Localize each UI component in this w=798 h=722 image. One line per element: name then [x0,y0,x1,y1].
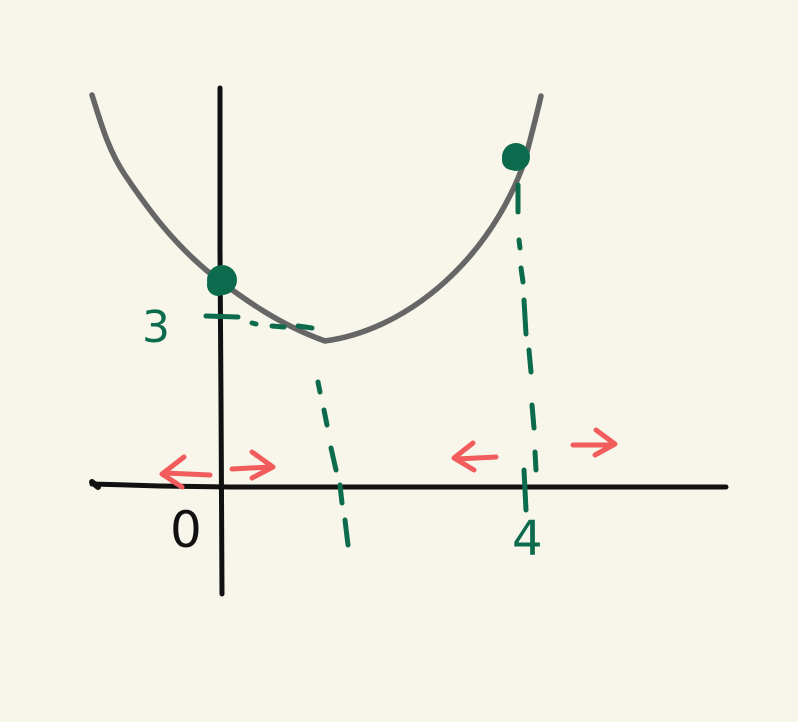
x-axis [89,481,729,490]
dash-vertex-4 [337,482,345,506]
dash-four-6 [529,402,537,431]
y-intercept-point [207,265,237,296]
point-at-four [502,143,530,171]
dash-vertex-5 [342,517,351,548]
dash-four-3 [518,265,526,285]
x-axis-left-tick [89,479,101,490]
origin-label: 0 [170,501,202,559]
arrow-right-near-four [570,427,618,458]
dash-four-4 [521,297,529,337]
y-axis [217,85,225,597]
dash-four-5 [526,347,534,375]
dash-y3-3 [269,323,287,330]
arrow-right-near-origin [229,449,276,481]
dash-vertex-1 [315,379,323,395]
y-intercept-label: 3 [142,302,170,353]
point-x-label: 4 [512,511,543,567]
dash-y3-1 [203,313,241,320]
dash-four-7 [532,449,539,473]
dash-vertex-2 [321,407,330,428]
dash-y3-2 [249,320,259,327]
dash-vertex-3 [328,445,339,473]
dash-four-2 [516,237,523,251]
dash-y3-4 [295,323,315,331]
arrow-left-near-four [451,440,499,473]
dash-four-8 [521,467,529,513]
arrow-left-near-origin [159,454,213,490]
parabola-curve [89,92,544,344]
